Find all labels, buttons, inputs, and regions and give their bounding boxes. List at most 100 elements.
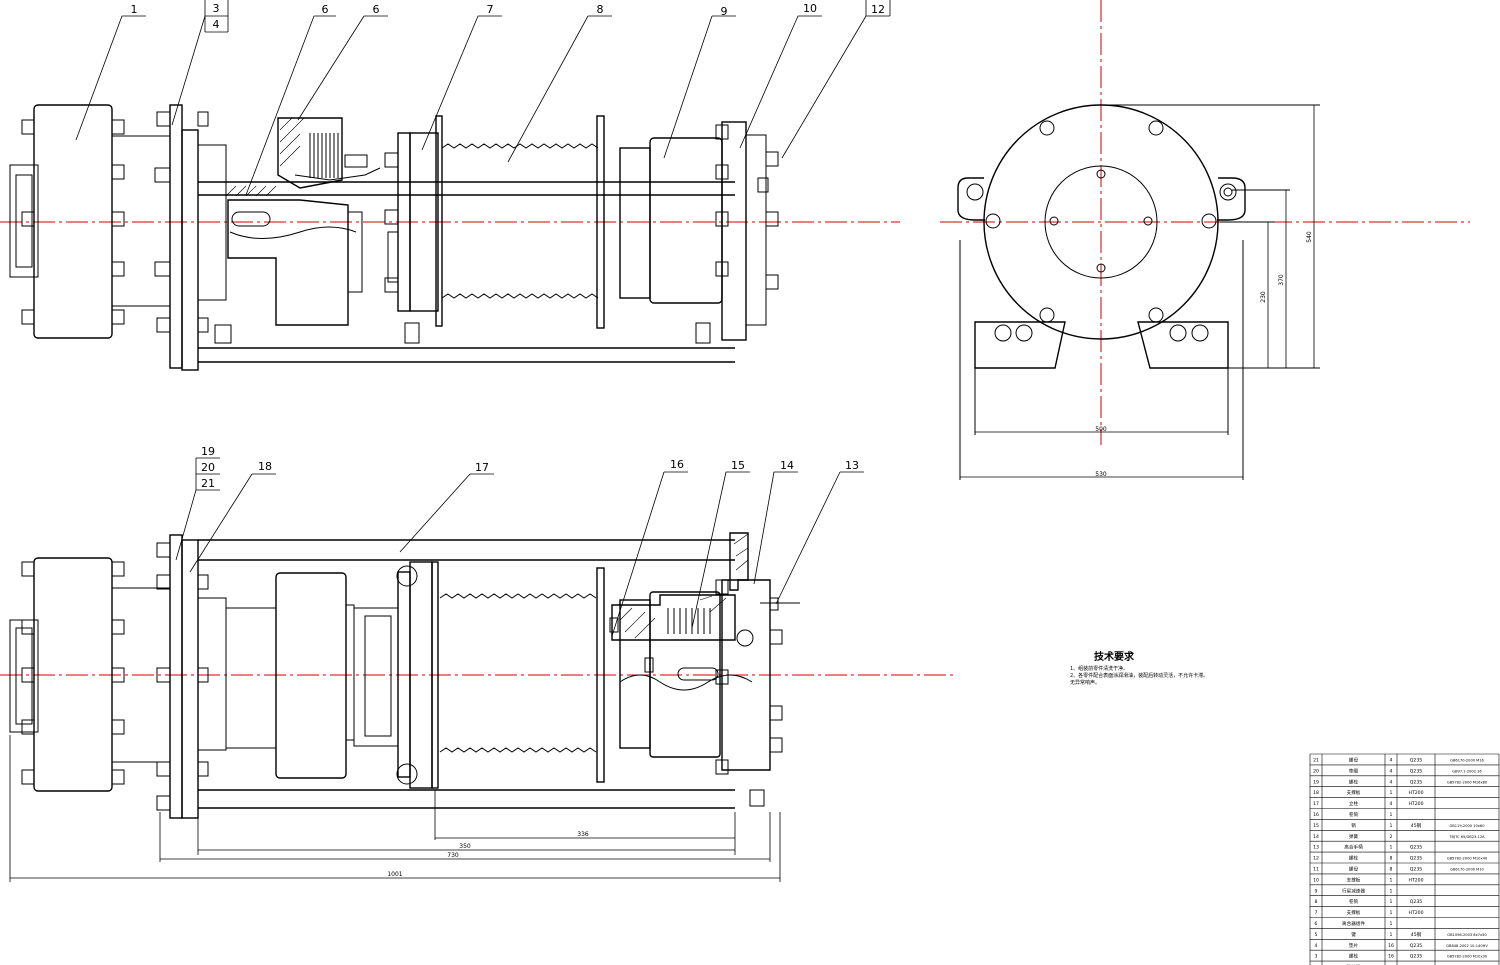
parts-cell-no: 21: [1313, 758, 1319, 764]
parts-cell-no: 4: [1315, 943, 1318, 949]
parts-cell-no: 13: [1313, 845, 1319, 851]
balloon-1: 1: [131, 3, 138, 16]
parts-cell-no: 14: [1313, 834, 1319, 840]
parts-cell-std: GB5782-2000 M10x40: [1447, 857, 1488, 861]
parts-cell-name: 弹簧: [1349, 833, 1359, 840]
parts-cell-name: 螺栓: [1349, 953, 1359, 960]
balloon-9: 9: [721, 5, 728, 18]
parts-cell-std: GB6170-2000 M10: [1450, 868, 1484, 872]
bottom-dimension-lines: [9, 735, 781, 882]
top-balloon-labels: 1 3 4 6 6 7 8 9 10 12: [131, 2, 886, 31]
side-view: [940, 0, 1470, 480]
parts-cell-mat: Q235: [1410, 856, 1422, 862]
parts-cell-no: 8: [1315, 899, 1318, 905]
clutch-springs: [667, 608, 711, 634]
balloon-6b: 6: [373, 3, 380, 16]
parts-cell-name: 螺栓: [1349, 778, 1359, 785]
balloon-19: 19: [201, 445, 215, 458]
dim-bottom-overall: 1001: [387, 871, 402, 878]
parts-cell-name: 卷筒: [1349, 811, 1359, 818]
parts-cell-qty: 16: [1388, 943, 1394, 949]
balloon-17: 17: [475, 461, 489, 474]
parts-cell-qty: 1: [1390, 790, 1393, 796]
parts-cell-mat: Q235: [1410, 758, 1422, 764]
parts-cell-no: 16: [1313, 812, 1319, 818]
parts-cell-std: GB5782-2000 M10x30: [1447, 955, 1488, 959]
parts-cell-qty: 1: [1390, 921, 1393, 927]
parts-cell-name: 支撑板: [1347, 789, 1361, 796]
parts-cell-qty: 1: [1390, 910, 1393, 916]
parts-cell-mat: 45钢: [1411, 931, 1422, 938]
parts-cell-qty: 4: [1390, 779, 1393, 785]
parts-cell-no: 15: [1313, 823, 1319, 829]
parts-cell-qty: 16: [1388, 954, 1394, 960]
parts-cell-name: 支撑板: [1347, 909, 1361, 916]
parts-cell-mat: Q235: [1410, 954, 1422, 960]
balloon-16: 16: [670, 458, 684, 471]
parts-cell-qty: 4: [1390, 768, 1393, 774]
parts-cell-no: 6: [1315, 921, 1318, 927]
parts-cell-name: 螺栓: [1349, 855, 1359, 862]
balloon-13: 13: [845, 459, 859, 472]
parts-cell-name: 螺母: [1349, 757, 1359, 764]
parts-cell-qty: 1: [1390, 823, 1393, 829]
tech-req-line-3: 无异常响声。: [1070, 679, 1100, 686]
parts-cell-name: 行星减速器: [1342, 887, 1365, 894]
parts-cell-no: 18: [1313, 790, 1319, 796]
parts-cell-qty: 1: [1390, 888, 1393, 894]
parts-cell-no: 3: [1315, 954, 1318, 960]
parts-cell-mat: HT200: [1408, 877, 1423, 883]
parts-cell-mat: HT200: [1408, 790, 1423, 796]
parts-cell-std: GB119-2000 10x60: [1450, 824, 1486, 828]
parts-cell-mat: 45钢: [1411, 822, 1422, 829]
parts-cell-mat: Q235: [1410, 779, 1422, 785]
parts-cell-qty: 1: [1390, 877, 1393, 883]
balloon-12: 12: [871, 3, 885, 16]
parts-cell-mat: Q235: [1410, 845, 1422, 851]
dim-width-outer: 530: [1095, 471, 1107, 478]
technical-requirements: 技术要求 1、组装前零件清洗干净。 2、各零件配合表面涂润滑油，装配后转动灵活，…: [1070, 650, 1208, 686]
parts-cell-name: 垫圈: [1349, 767, 1359, 774]
dim-bottom-1: 350: [459, 843, 471, 850]
dim-bottom-2: 336: [577, 831, 589, 838]
parts-cell-no: 20: [1313, 768, 1319, 774]
parts-cell-mat: Q235: [1410, 768, 1422, 774]
balloon-10: 10: [803, 2, 817, 15]
parts-cell-std: GB97.1-2002 16: [1452, 769, 1482, 773]
parts-cell-qty: 1: [1390, 899, 1393, 905]
tech-req-line-1: 1、组装前零件清洗干净。: [1070, 665, 1128, 672]
parts-cell-std: GB5782-2000 M16x80: [1447, 780, 1488, 784]
parts-cell-std: GB6170-2000 M16: [1450, 759, 1484, 763]
parts-cell-no: 12: [1313, 856, 1319, 862]
dim-width-inner: 500: [1095, 426, 1107, 433]
parts-cell-mat: HT200: [1408, 801, 1423, 807]
parts-cell-qty: 1: [1390, 932, 1393, 938]
parts-cell-qty: 8: [1390, 856, 1393, 862]
motor-bolts-top: [21, 119, 125, 325]
parts-cell-qty: 4: [1390, 758, 1393, 764]
balloon-21: 21: [201, 477, 215, 490]
parts-cell-std: TBJTC 65/GB23-12A: [1448, 835, 1485, 839]
bottom-view: [0, 532, 955, 819]
balloon-14: 14: [780, 459, 794, 472]
dim-bottom-3: 730: [447, 852, 459, 859]
parts-cell-qty: 1: [1390, 845, 1393, 851]
parts-cell-mat: Q235: [1410, 867, 1422, 873]
clutch-discs: [309, 133, 339, 178]
parts-cell-name: 立柱: [1349, 800, 1359, 807]
parts-cell-name: 垫片: [1349, 942, 1359, 949]
parts-cell-no: 10: [1313, 877, 1319, 883]
parts-cell-name: 离合器组件: [1342, 920, 1365, 927]
tech-req-line-2: 2、各零件配合表面涂润滑油，装配后转动灵活，不允许卡滞。: [1070, 672, 1208, 679]
parts-cell-no: 17: [1313, 801, 1319, 807]
parts-cell-mat: Q235: [1410, 943, 1422, 949]
parts-cell-qty: 4: [1390, 801, 1393, 807]
balloon-7: 7: [487, 3, 494, 16]
parts-cell-no: 9: [1315, 888, 1318, 894]
dim-height-overall: 540: [1306, 231, 1313, 243]
balloon-18: 18: [258, 460, 272, 473]
bottom-balloon-labels: 19 20 21 18 17 16 15 14 13: [201, 445, 859, 490]
parts-cell-name: 支撑板: [1347, 876, 1361, 883]
